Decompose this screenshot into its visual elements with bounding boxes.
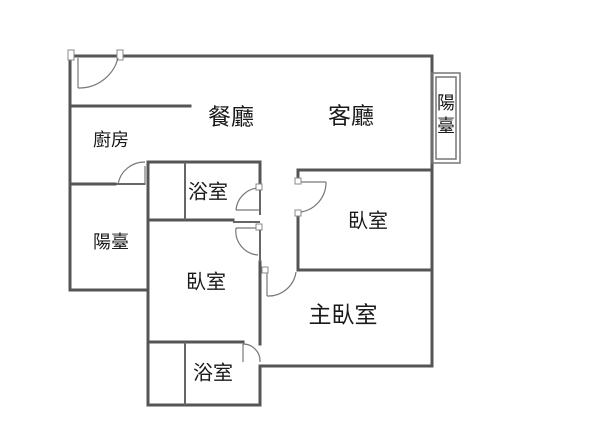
interior-walls: [68, 104, 434, 346]
right-bedroom-door: [294, 177, 327, 217]
left-balcony-label: 陽臺: [93, 232, 129, 253]
lower-bathroom-label: 浴室: [193, 361, 233, 385]
entrance-door: [67, 49, 124, 89]
right-balcony-label-bottom: 臺: [437, 116, 455, 137]
kitchen-door: [116, 161, 146, 185]
center-bedroom-label: 臥室: [186, 270, 226, 294]
living-room-label: 客廳: [328, 104, 374, 130]
upper-bath-door: [235, 183, 263, 215]
master-bedroom-label: 主臥室: [309, 303, 378, 329]
master-bedroom-door: [261, 266, 297, 297]
kitchen-label: 廚房: [93, 129, 129, 151]
upper-bathroom-label: 浴室: [188, 180, 228, 204]
lower-bath-door: [242, 343, 261, 363]
dining-room-label: 餐廳: [208, 105, 254, 131]
right-balcony-label-top: 陽: [437, 93, 455, 114]
right-bedroom-label: 臥室: [348, 209, 388, 233]
center-bedroom-door: [233, 221, 263, 262]
right-balcony: [431, 72, 461, 164]
